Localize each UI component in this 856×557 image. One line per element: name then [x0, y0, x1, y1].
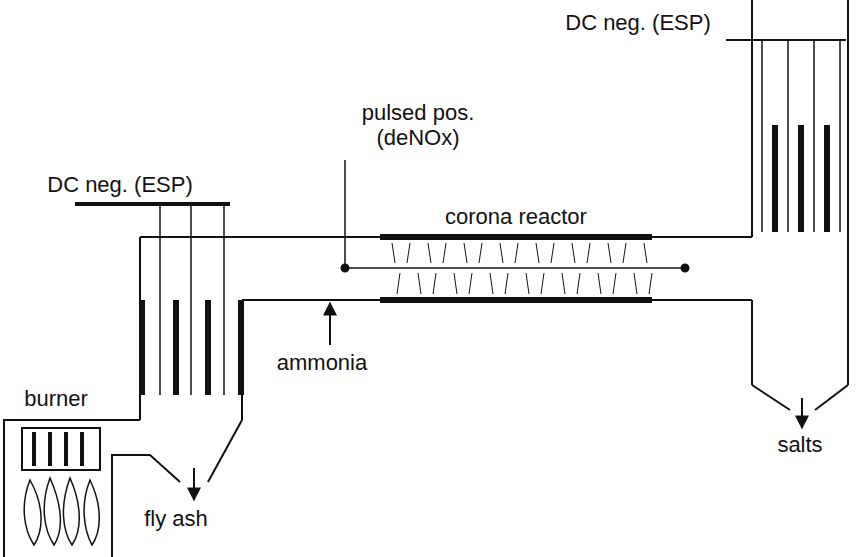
burner-label: burner	[24, 386, 88, 411]
reactor-label: corona reactor	[445, 204, 587, 229]
output-label: salts	[777, 432, 822, 457]
voltage-label: DC neg. (ESP)	[565, 10, 711, 35]
output-label: fly ash	[144, 506, 208, 531]
voltage-label: DC neg. (ESP)	[47, 172, 193, 197]
voltage-label: pulsed pos. (deNOx)	[348, 100, 488, 151]
ammonia-label: ammonia	[277, 350, 367, 375]
